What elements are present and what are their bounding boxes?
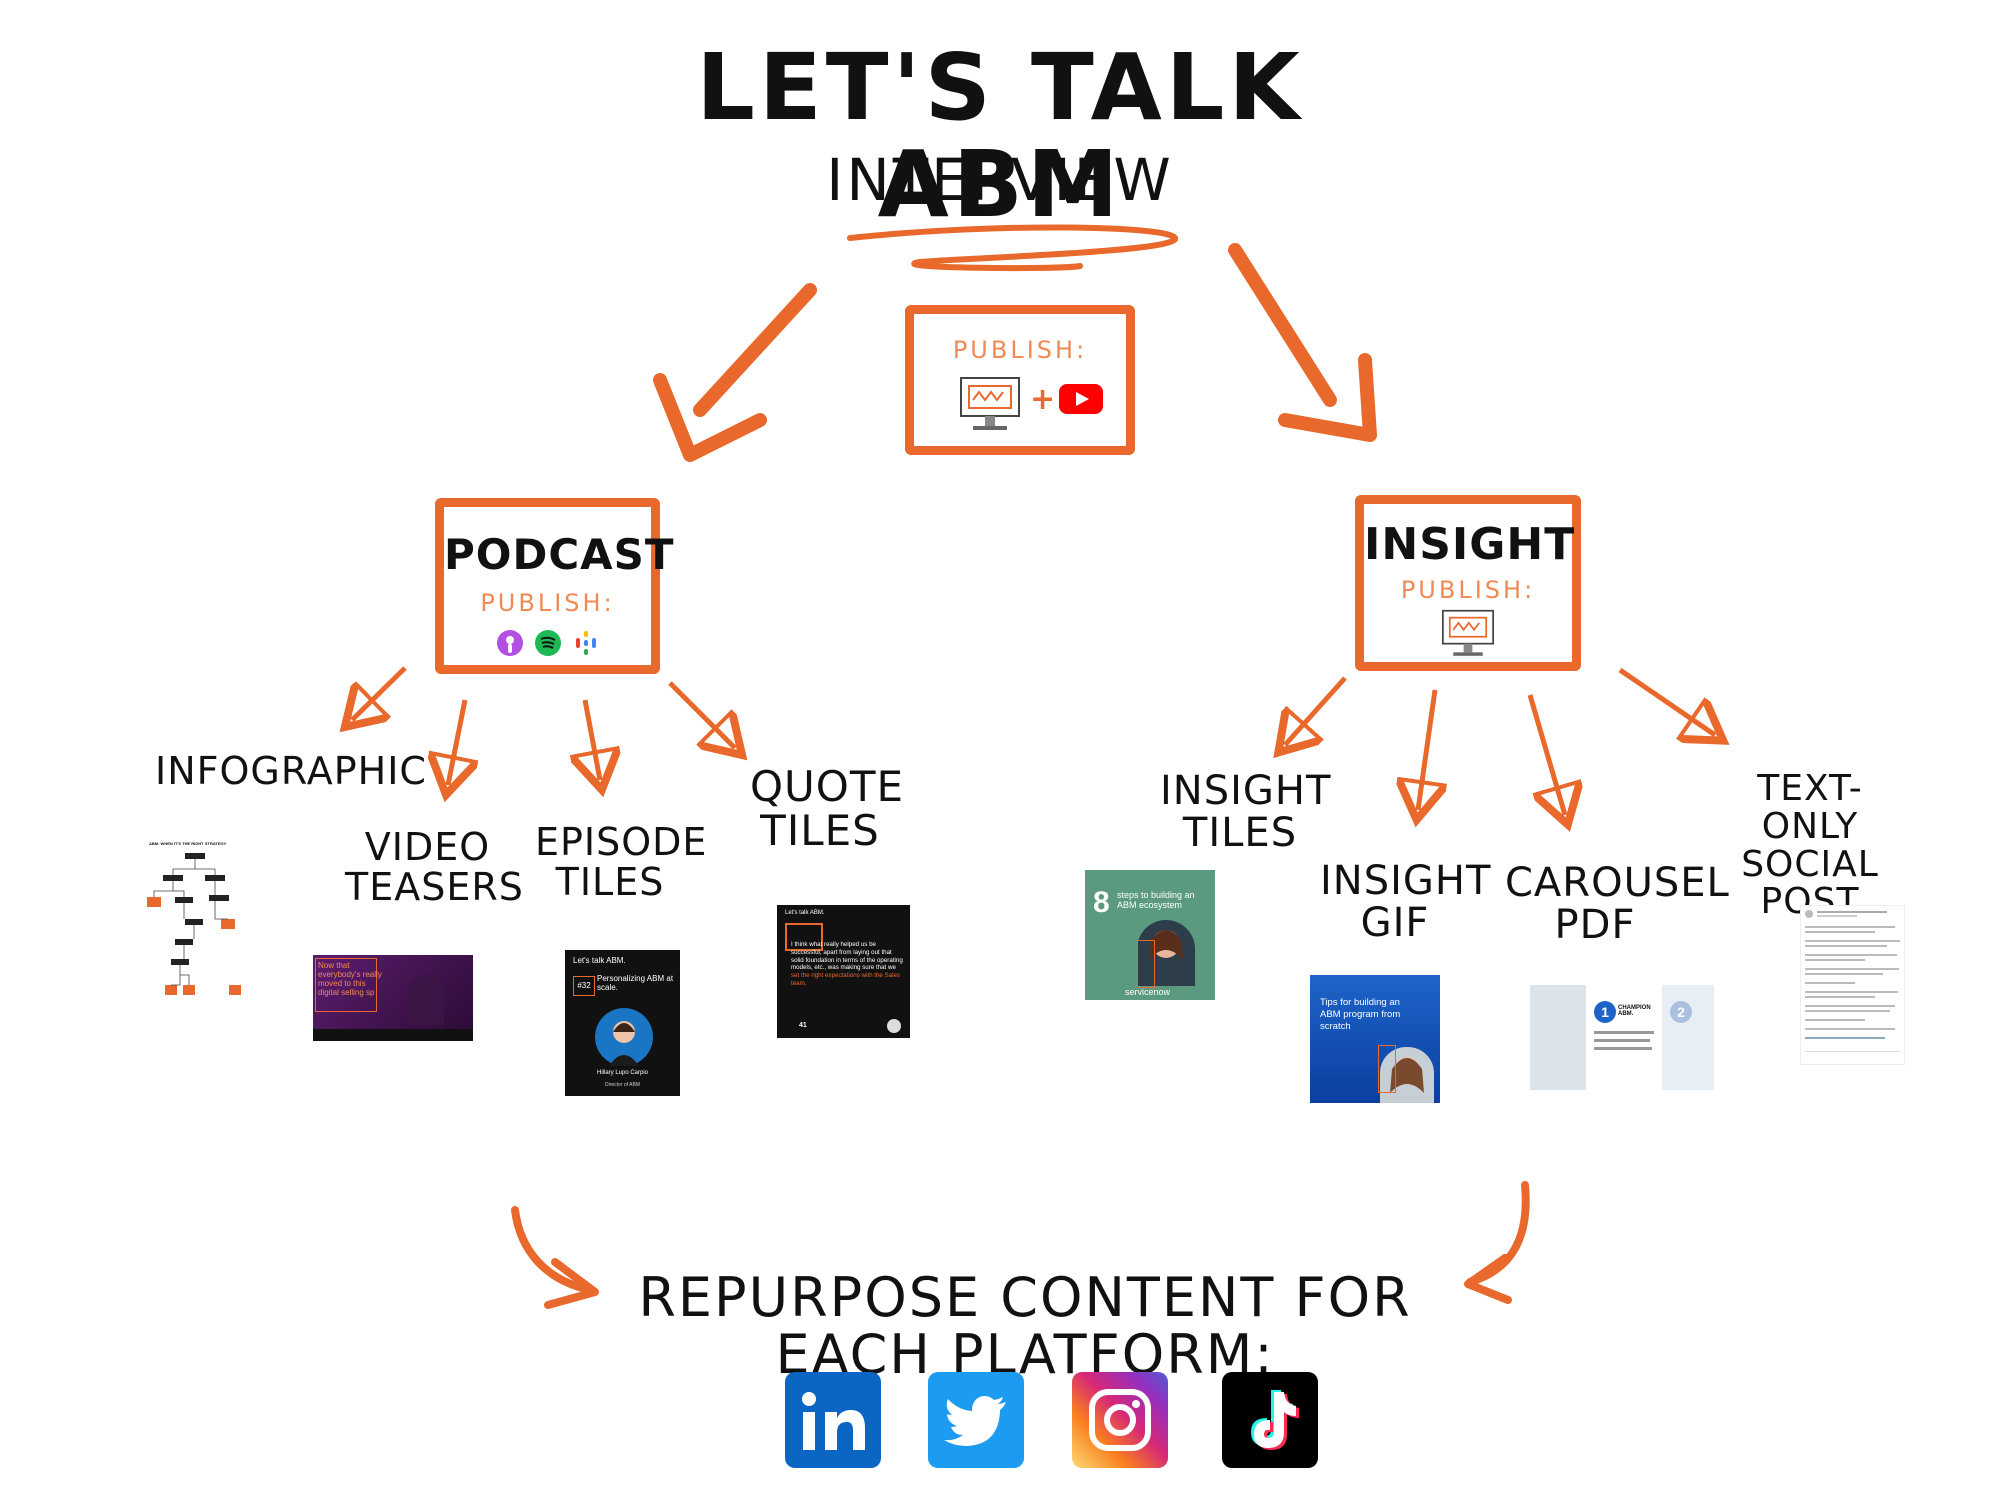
spotify-icon	[534, 629, 562, 661]
publish-label: PUBLISH:	[952, 336, 1088, 364]
video-teaser-thumbnail: Now that everybody's really moved to thi…	[313, 955, 473, 1041]
apple-podcasts-icon	[496, 629, 524, 661]
label-insight-tiles: INSIGHT TILES	[1160, 768, 1332, 856]
label-carousel-pdf: CAROUSEL PDF	[1505, 860, 1730, 948]
google-podcasts-icon	[572, 629, 600, 661]
label-insight-gif: INSIGHT GIF	[1320, 858, 1492, 946]
plus-sign: +	[1030, 382, 1056, 417]
arrow-to-podcast	[693, 283, 817, 417]
arrow-to-insight	[1228, 243, 1337, 407]
footer-label: REPURPOSE CONTENT FOR EACH PLATFORM:	[638, 1266, 1412, 1386]
text-only-post-thumbnail	[1800, 905, 1905, 1065]
label-video-teasers: VIDEO TEASERS	[345, 825, 524, 909]
carousel-pdf-thumbnail: 1 CHAMPION ABM. 2	[1530, 985, 1714, 1090]
quote-tile-thumbnail: Let's talk ABM. I think what really help…	[777, 905, 910, 1038]
page-title: LET'S TALK ABM	[696, 34, 1304, 238]
monitor-icon	[1439, 609, 1497, 665]
podcast-publish-label: PUBLISH:	[480, 589, 615, 617]
label-text-only-post: TEXT-ONLY SOCIAL POST	[1741, 768, 1879, 923]
center-publish-box: PUBLISH: +	[905, 305, 1135, 455]
label-episode-tiles: EPISODE TILES	[535, 820, 708, 904]
insight-publish-label: PUBLISH:	[1400, 576, 1536, 604]
insight-title: INSIGHT	[1364, 519, 1576, 570]
insight-tile-thumbnail: 8 steps to building an ABM ecosystem ser…	[1085, 870, 1215, 1000]
linkedin-icon	[785, 1372, 881, 1468]
label-quote-tiles: QUOTE TILES	[750, 762, 905, 856]
label-infographic: INFOGRAPHIC	[155, 749, 427, 793]
curl-arrow-left	[511, 1206, 594, 1294]
page-subtitle: INTERVIEW	[826, 146, 1174, 214]
instagram-icon	[1072, 1372, 1168, 1468]
insight-gif-thumbnail: Tips for building an ABM program from sc…	[1310, 975, 1440, 1103]
podcast-box: PODCAST PUBLISH:	[435, 498, 675, 674]
episode-tile-thumbnail: Let's talk ABM. #32 Personalizing ABM at…	[565, 950, 680, 1096]
infographic-thumbnail: ABM: WHEN IT'S THE RIGHT STRATEGY	[145, 835, 245, 1015]
underline-swirl	[847, 224, 1179, 272]
twitter-icon	[928, 1372, 1024, 1468]
tiktok-icon	[1222, 1372, 1318, 1468]
monitor-icon	[959, 376, 1021, 440]
podcast-title: PODCAST	[444, 530, 675, 579]
youtube-icon	[1059, 384, 1103, 414]
insight-box: INSIGHT PUBLISH:	[1355, 495, 1581, 671]
